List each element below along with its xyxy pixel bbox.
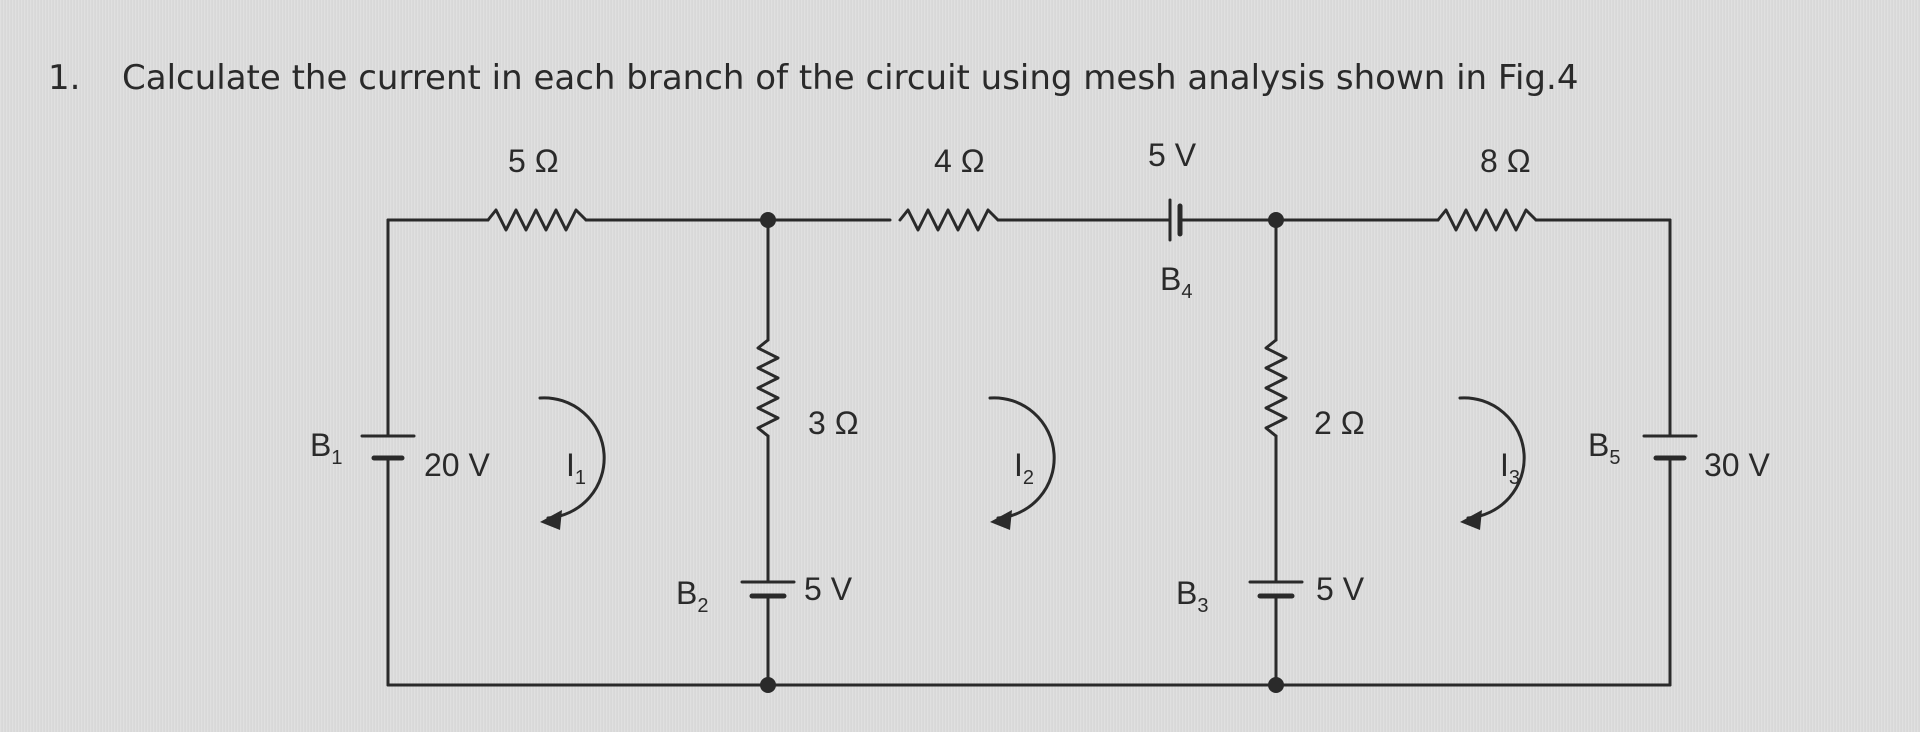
- label-b4-voltage: 5 V: [1148, 137, 1197, 173]
- resistor-4ohm-zig: [898, 208, 1000, 232]
- mesh-i2-arrow: [988, 396, 1056, 520]
- label-b1-voltage: 20 V: [424, 447, 490, 483]
- junction-top-left: [760, 212, 776, 228]
- label-r-mid-left: 3 Ω: [808, 405, 859, 441]
- label-b5-voltage: 30 V: [1704, 447, 1770, 483]
- mesh-i1-arrowhead: [540, 510, 562, 530]
- junction-top-right: [1268, 212, 1284, 228]
- resistor-8ohm-zig: [1436, 208, 1538, 232]
- question-number: 1.: [48, 58, 81, 98]
- label-b4: B4: [1160, 261, 1192, 303]
- label-r-top-mid: 4 Ω: [934, 143, 985, 179]
- junction-bottom-right: [1268, 677, 1284, 693]
- mesh-i3-arrow: [1458, 396, 1526, 520]
- resistor-2ohm-zig: [1264, 338, 1288, 438]
- battery-b2-symbol: [740, 580, 796, 599]
- junction-bottom-left: [760, 677, 776, 693]
- label-mesh-i1: I1: [566, 447, 586, 489]
- battery-b5-symbol: [1642, 434, 1698, 461]
- question-text: Calculate the current in each branch of …: [122, 58, 1579, 98]
- label-mesh-i3: I3: [1500, 447, 1520, 489]
- mesh-i1-arrow: [538, 396, 606, 520]
- resistor-3ohm-zig: [756, 338, 780, 438]
- label-b1: B1: [310, 427, 342, 469]
- label-b3: B3: [1176, 575, 1208, 617]
- mesh-i2-arrowhead: [990, 510, 1012, 530]
- label-r-mid-right: 2 Ω: [1314, 405, 1365, 441]
- label-r-top-left: 5 Ω: [508, 143, 559, 179]
- label-b5: B5: [1588, 427, 1620, 469]
- battery-b1-symbol: [360, 434, 416, 461]
- battery-b4-symbol: [1168, 198, 1183, 242]
- mesh-i3-arrowhead: [1460, 510, 1482, 530]
- label-mesh-i2: I2: [1014, 447, 1034, 489]
- label-r-top-right: 8 Ω: [1480, 143, 1531, 179]
- label-b2: B2: [676, 575, 708, 617]
- label-b2-voltage: 5 V: [804, 571, 853, 607]
- label-b3-voltage: 5 V: [1316, 571, 1365, 607]
- battery-b3-symbol: [1248, 580, 1304, 599]
- resistor-5ohm-zigzag: [486, 208, 588, 232]
